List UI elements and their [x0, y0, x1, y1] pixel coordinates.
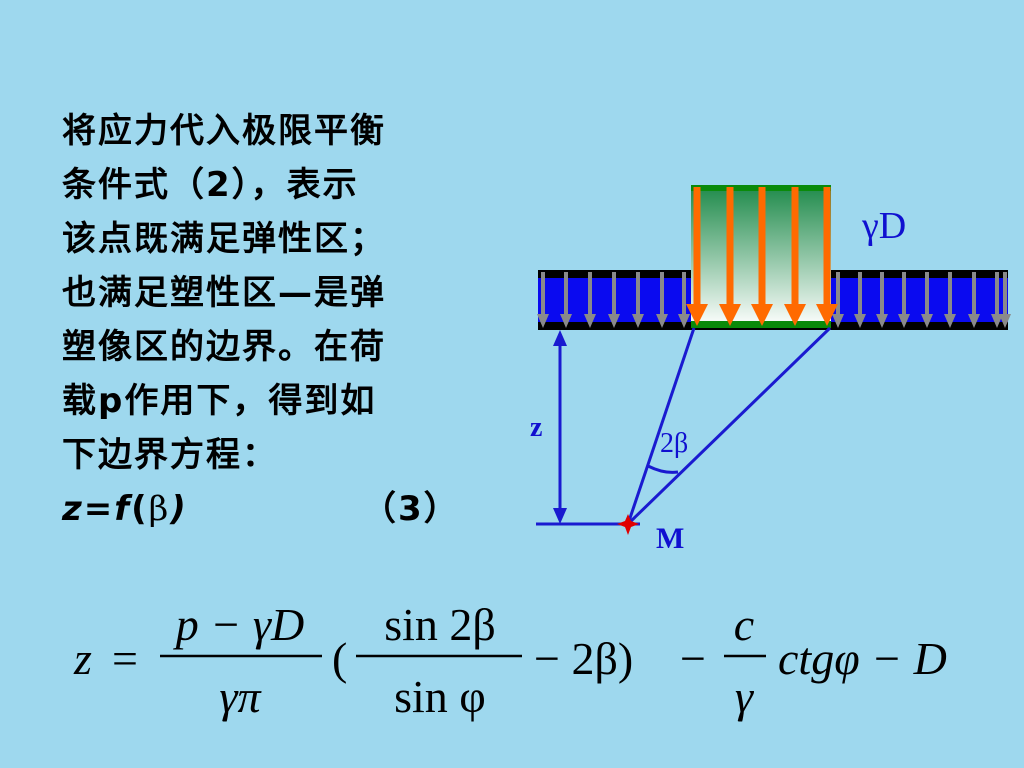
text-line-5: 塑像区的边界。在荷: [62, 327, 386, 367]
eq-close-paren: ): [170, 489, 188, 529]
point-m-star: [617, 514, 639, 535]
eq-open-paren: (: [131, 489, 149, 529]
surcharge-arrow: [608, 272, 620, 328]
left-ray: [626, 327, 696, 525]
surcharge-arrow: [656, 272, 668, 328]
frac3-denominator: γ: [735, 671, 755, 722]
surcharge-arrow: [991, 272, 1003, 328]
formula-equals: =: [112, 633, 138, 684]
frac2-numerator: sin 2β: [384, 599, 496, 650]
load-arrows: [686, 187, 838, 326]
text-line-3: 该点既满足弹性区；: [62, 219, 386, 259]
load-arrow: [719, 187, 741, 326]
surcharge-arrow: [560, 272, 572, 328]
text-line-2: 条件式（2），表示: [62, 165, 359, 205]
surcharge-arrow: [537, 272, 549, 328]
equation-number: （3）: [362, 489, 460, 529]
formula-lhs: z: [73, 633, 92, 684]
right-ray: [626, 326, 832, 526]
surcharge-arrow: [678, 272, 690, 328]
load-bottom-border: [691, 321, 831, 328]
surcharge-arrow: [968, 272, 980, 328]
minus-two-beta: − 2β): [534, 633, 633, 684]
surcharge-arrow: [876, 272, 888, 328]
surcharge-arrow: [921, 272, 933, 328]
text-line-7: 下边界方程：: [62, 435, 278, 475]
eq-lhs: z=f: [62, 489, 132, 529]
surcharge-arrow: [999, 272, 1011, 328]
frac1-denominator: γπ: [219, 671, 262, 722]
eq-beta: β: [148, 489, 171, 529]
surcharge-arrow: [832, 272, 844, 328]
text-line-1: 将应力代入极限平衡: [62, 111, 386, 151]
frac3-numerator: c: [734, 599, 754, 650]
description-text: 将应力代入极限平衡 条件式（2），表示 该点既满足弹性区； 也满足塑性区—是弹 …: [62, 104, 492, 536]
load-arrow: [784, 187, 806, 326]
angle-arc: [647, 464, 679, 474]
surcharge-arrow: [854, 272, 866, 328]
load-arrow: [816, 187, 838, 326]
load-arrow: [751, 187, 773, 326]
formula-tail: ctgφ − D: [778, 633, 947, 684]
surcharge-arrow: [898, 272, 910, 328]
footing-load: [686, 185, 838, 328]
depth-label: z: [530, 412, 542, 443]
formula-minus: −: [680, 633, 706, 684]
text-line-6: 载p作用下，得到如: [62, 381, 377, 421]
depth-arrow-top: [553, 330, 567, 346]
open-paren: (: [332, 633, 347, 684]
text-line-4: 也满足塑性区—是弹: [62, 273, 386, 313]
angle-label: 2β: [660, 428, 688, 459]
frac2-denominator: sin φ: [394, 671, 486, 722]
surcharge-arrows: [537, 272, 1011, 328]
surcharge-arrow: [944, 272, 956, 328]
point-label: M: [656, 522, 684, 555]
surcharge-arrow: [584, 272, 596, 328]
load-arrow: [686, 187, 708, 326]
depth-arrow-bottom: [553, 508, 567, 524]
load-label: γD: [861, 205, 906, 247]
boundary-equation-line: z=f(β) （3）: [62, 482, 492, 536]
frac1-numerator: p − γD: [173, 599, 304, 650]
surcharge-arrow: [632, 272, 644, 328]
